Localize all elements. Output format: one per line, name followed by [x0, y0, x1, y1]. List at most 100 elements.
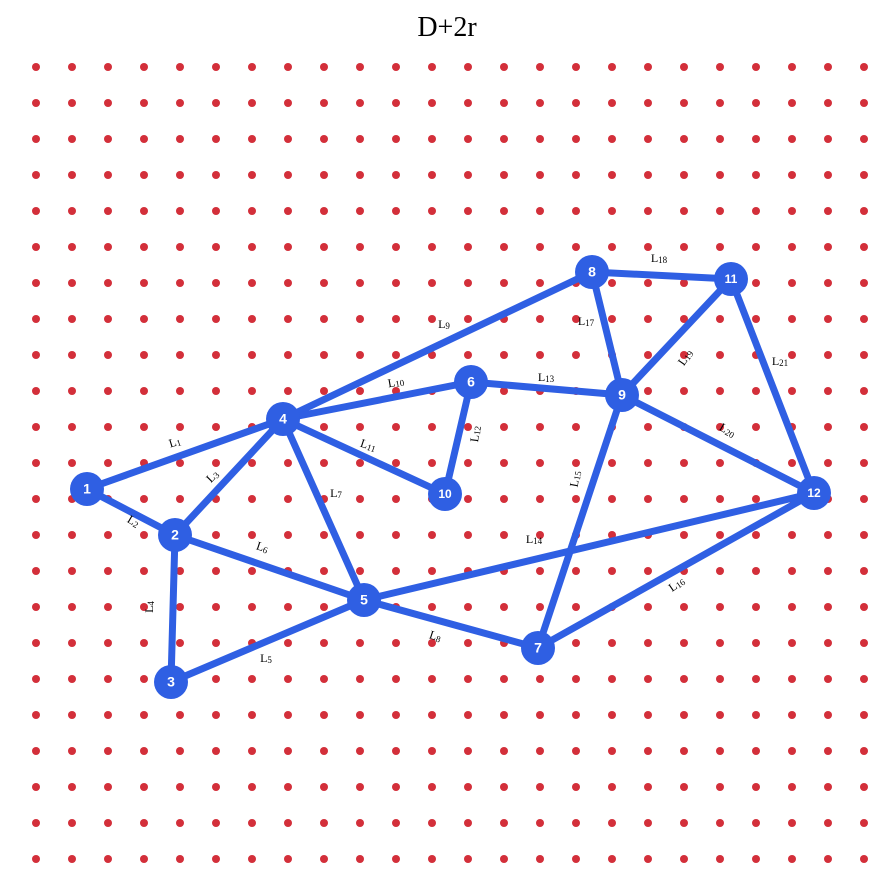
diagram-title: D+2r: [417, 12, 477, 43]
grid-dot: [464, 675, 472, 683]
grid-dot: [716, 675, 724, 683]
grid-dot: [788, 351, 796, 359]
grid-dot: [104, 711, 112, 719]
grid-dot: [428, 99, 436, 107]
node-label: 4: [279, 411, 287, 427]
grid-dot: [572, 459, 580, 467]
grid-dot: [500, 495, 508, 503]
grid-dot: [176, 639, 184, 647]
grid-dot: [860, 819, 868, 827]
grid-dot: [104, 783, 112, 791]
grid-dot: [248, 783, 256, 791]
grid-dot: [464, 531, 472, 539]
grid-dot: [140, 495, 148, 503]
grid-dot: [752, 243, 760, 251]
grid-dot: [212, 171, 220, 179]
grid-dot: [248, 351, 256, 359]
edge-4-6: [279, 378, 475, 423]
grid-dot: [464, 459, 472, 467]
grid-dot: [680, 459, 688, 467]
grid-dot: [212, 99, 220, 107]
node-12: 12: [797, 476, 831, 510]
grid-dot: [860, 315, 868, 323]
grid-dot: [644, 675, 652, 683]
grid-dot: [104, 819, 112, 827]
grid-dot: [104, 99, 112, 107]
grid-dot: [608, 279, 616, 287]
grid-dot: [392, 675, 400, 683]
grid-dot: [500, 243, 508, 251]
grid-dot: [608, 675, 616, 683]
grid-dot: [788, 675, 796, 683]
grid-dot: [572, 819, 580, 827]
grid-dot: [176, 423, 184, 431]
grid-dot: [608, 207, 616, 215]
grid-dot: [572, 351, 580, 359]
grid-dot: [788, 639, 796, 647]
grid-dot: [284, 243, 292, 251]
grid-dot: [788, 711, 796, 719]
grid-dot: [680, 819, 688, 827]
grid-dot: [428, 783, 436, 791]
grid-dot: [392, 819, 400, 827]
grid-dot: [500, 783, 508, 791]
grid-dot: [752, 315, 760, 323]
edge-6-10: [441, 378, 475, 498]
grid-dot: [752, 855, 760, 863]
node-label: 2: [171, 527, 179, 543]
grid-dot: [212, 603, 220, 611]
grid-dot: [716, 351, 724, 359]
grid-dot: [32, 423, 40, 431]
grid-dot: [572, 315, 580, 323]
grid-dot: [140, 747, 148, 755]
grid-dot: [464, 279, 472, 287]
grid-dot: [32, 711, 40, 719]
grid-dot: [608, 783, 616, 791]
grid-dot: [32, 351, 40, 359]
grid-dot: [284, 783, 292, 791]
grid-dot: [248, 747, 256, 755]
edge-1-4: [83, 415, 287, 493]
grid-dot: [536, 819, 544, 827]
edge-4-8: [279, 268, 596, 423]
grid-dot: [500, 711, 508, 719]
grid-dot: [644, 639, 652, 647]
node-10: 10: [428, 477, 462, 511]
grid-dot: [104, 315, 112, 323]
grid-dot: [536, 243, 544, 251]
grid-dot: [860, 243, 868, 251]
grid-dot: [356, 459, 364, 467]
grid-dot: [320, 351, 328, 359]
grid-dot: [68, 603, 76, 611]
grid-dot: [644, 423, 652, 431]
edge-7-12: [534, 489, 818, 652]
grid-dot: [536, 783, 544, 791]
grid-dot: [500, 63, 508, 71]
grid-dot: [536, 603, 544, 611]
grid-dot: [464, 315, 472, 323]
grid-dot: [572, 495, 580, 503]
grid-dot: [356, 747, 364, 755]
grid-dot: [788, 99, 796, 107]
grid-dot: [320, 783, 328, 791]
grid-dot: [68, 63, 76, 71]
grid-dot: [752, 639, 760, 647]
grid-dot: [356, 351, 364, 359]
node-label: 7: [534, 640, 542, 656]
edge-label-l20: L20: [717, 420, 739, 441]
grid-dot: [212, 387, 220, 395]
grid-dot: [248, 279, 256, 287]
grid-dot: [392, 855, 400, 863]
grid-dot: [32, 531, 40, 539]
grid-dot: [644, 99, 652, 107]
grid-dot: [608, 135, 616, 143]
grid-dot: [140, 63, 148, 71]
grid-dot: [536, 423, 544, 431]
grid-dot: [428, 423, 436, 431]
grid-dot: [464, 747, 472, 755]
grid-dot: [284, 63, 292, 71]
grid-dot: [248, 387, 256, 395]
node-11: 11: [714, 262, 748, 296]
edge-2-3: [167, 531, 179, 686]
